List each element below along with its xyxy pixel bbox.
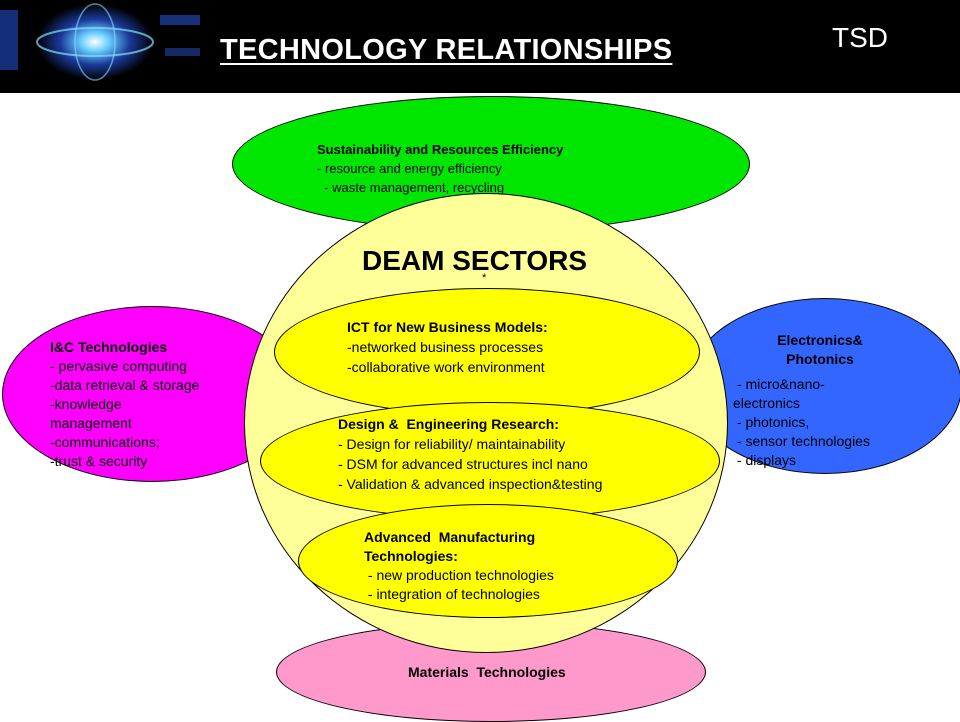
ic-technologies-text: I&C Technologies - pervasive computing -… <box>50 338 199 471</box>
electronics-item: - photonics, <box>733 414 810 430</box>
deam-sectors-title: DEAM SECTORS <box>362 245 588 276</box>
header-bar: TECHNOLOGY RELATIONSHIPS TSD <box>0 0 960 93</box>
manufacturing-item: - new production technologies <box>364 567 554 583</box>
electronics-items: - micro&nano- electronics - photonics, -… <box>733 375 870 470</box>
electronics-item: - displays <box>733 452 797 468</box>
sustainability-item: - resource and energy efficiency <box>317 161 502 176</box>
ict-item: -networked business processes <box>347 339 544 355</box>
manufacturing-text: Advanced Manufacturing Technologies: - n… <box>364 528 554 604</box>
ict-item: -collaborative work environment <box>347 359 545 375</box>
materials-title: Materials Technologies <box>408 664 566 680</box>
ic-item: -communications; <box>50 434 160 450</box>
ic-item: -data retrieval & storage <box>50 377 200 393</box>
electronics-item: electronics <box>733 395 800 411</box>
electronics-photonics-ellipse <box>688 298 960 474</box>
electronics-item: - sensor technologies <box>733 433 870 449</box>
sustainability-title: Sustainability and Resources Efficiency <box>317 142 564 157</box>
manufacturing-ellipse <box>298 504 678 618</box>
design-item: - Validation & advanced inspection&testi… <box>338 476 603 492</box>
electronics-title-line: Photonics <box>786 351 854 367</box>
ict-title: ICT for New Business Models: <box>347 319 548 335</box>
tsd-badge: TSD <box>832 22 888 53</box>
ict-business-ellipse <box>274 288 700 416</box>
electronics-item: - micro&nano- <box>733 376 825 392</box>
ic-item: -knowledge <box>50 396 122 412</box>
electronics-title-line: Electronics& <box>777 332 863 348</box>
design-item: - Design for reliability/ maintainabilit… <box>338 436 566 452</box>
deam-marker: * <box>482 272 487 284</box>
design-title: Design & Engineering Research: <box>338 416 559 432</box>
globe-logo-icon <box>0 0 200 93</box>
ic-item: - pervasive computing <box>50 358 187 374</box>
sustainability-item: - waste management, recycling <box>317 180 505 195</box>
page-title: TECHNOLOGY RELATIONSHIPS <box>220 34 673 66</box>
ic-item: management <box>50 415 132 431</box>
manufacturing-item: - integration of technologies <box>364 586 540 602</box>
ic-item: -trust & security <box>50 453 148 469</box>
design-item: - DSM for advanced structures incl nano <box>338 456 588 472</box>
manufacturing-title-line: Advanced Manufacturing <box>364 529 536 545</box>
sustainability-text: Sustainability and Resources Efficiency … <box>317 140 563 197</box>
design-engineering-ellipse <box>260 402 720 520</box>
ict-business-text: ICT for New Business Models: -networked … <box>347 317 548 377</box>
electronics-title: Electronics& Photonics <box>760 331 880 369</box>
design-engineering-text: Design & Engineering Research: - Design … <box>338 414 602 494</box>
ic-title: I&C Technologies <box>50 339 168 355</box>
manufacturing-title-line: Technologies: <box>364 548 458 564</box>
